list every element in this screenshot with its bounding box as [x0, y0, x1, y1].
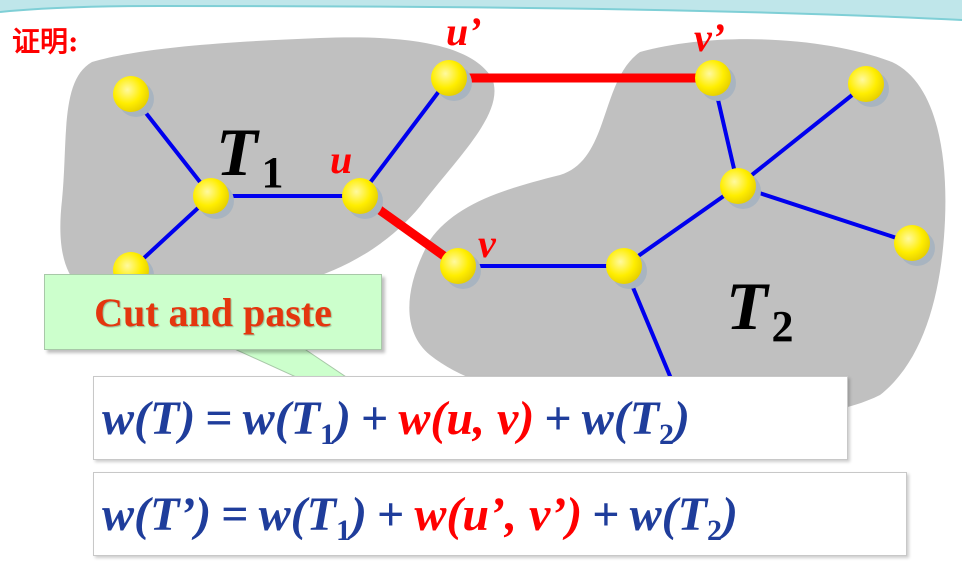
node-t2-right	[894, 225, 935, 266]
eq1-t2-b: )	[674, 391, 690, 445]
edge-t2-c	[736, 184, 914, 245]
node-t2-top-right	[848, 66, 889, 107]
tree-label-t1-sub: 1	[261, 148, 284, 197]
edge-t1-d	[358, 76, 451, 198]
eq1-t1: w(T1)	[242, 391, 351, 450]
equation-w-t: w(T) = w(T1) + w(u, v) + w(T2)	[93, 376, 848, 460]
node-t2-hub	[720, 168, 761, 209]
node-v	[440, 248, 481, 289]
node-u-prime	[431, 60, 472, 101]
vertex-label-v: v	[478, 221, 496, 266]
cut-and-paste-callout: Cut and paste	[44, 274, 382, 350]
edge-t2-d	[622, 184, 740, 268]
node-t2-middle	[606, 248, 647, 289]
eq2-equals: =	[221, 487, 249, 541]
eq1-lhs: w(T)	[102, 391, 196, 445]
eq1-t1-a: w(T	[242, 391, 320, 445]
callout-text: Cut and paste	[94, 289, 332, 335]
eq1-equals: =	[205, 391, 233, 445]
vertex-label-u-prime: u’	[446, 9, 482, 54]
eq2-t1-a: w(T	[258, 487, 336, 541]
top-decoration-line	[0, 4, 962, 21]
eq2-uv: w(u’, v’)	[414, 487, 583, 541]
vertex-label-u: u	[330, 137, 353, 182]
eq2-t2-a: w(T	[629, 487, 707, 541]
tree-label-t2: T2	[726, 272, 794, 349]
eq1-t2: w(T2)	[581, 391, 690, 450]
tree-label-t1: T1	[216, 118, 284, 195]
eq1-uv: w(u, v)	[398, 391, 535, 445]
eq1-t1-b: )	[335, 391, 351, 445]
node-u	[342, 178, 383, 219]
equation-w-t-prime: w(T’) = w(T1) + w(u’, v’) + w(T2)	[93, 472, 907, 556]
eq1-t2-sub: 2	[659, 417, 675, 451]
node-t1-center	[193, 178, 234, 219]
node-t1-top	[113, 76, 154, 117]
eq2-t2-b: )	[721, 487, 738, 541]
eq2-plus2: +	[592, 487, 620, 541]
edge-t2-b	[736, 82, 868, 188]
eq1-t1-sub: 1	[320, 417, 335, 451]
tree-label-t2-letter: T	[726, 268, 768, 344]
eq2-t2-sub: 2	[706, 513, 722, 547]
eq1-plus2: +	[544, 391, 572, 445]
eq2-t2: w(T2)	[629, 487, 738, 546]
proof-label: 证明:	[12, 25, 79, 58]
top-decoration	[0, 0, 962, 20]
tree-label-t2-sub: 2	[771, 302, 794, 351]
eq2-t1-sub: 1	[335, 513, 351, 547]
node-v-prime	[695, 60, 736, 101]
vertex-label-v-prime: v’	[694, 15, 726, 60]
eq2-plus1: +	[376, 487, 405, 541]
eq1-plus1: +	[360, 391, 389, 445]
eq2-lhs: w(T’)	[102, 487, 212, 541]
eq1-t2-a: w(T	[581, 391, 660, 445]
tree-label-t1-letter: T	[216, 114, 258, 190]
eq2-t1-b: )	[350, 487, 367, 541]
edge-t1-b	[129, 194, 213, 272]
eq2-t1: w(T1)	[258, 487, 367, 546]
